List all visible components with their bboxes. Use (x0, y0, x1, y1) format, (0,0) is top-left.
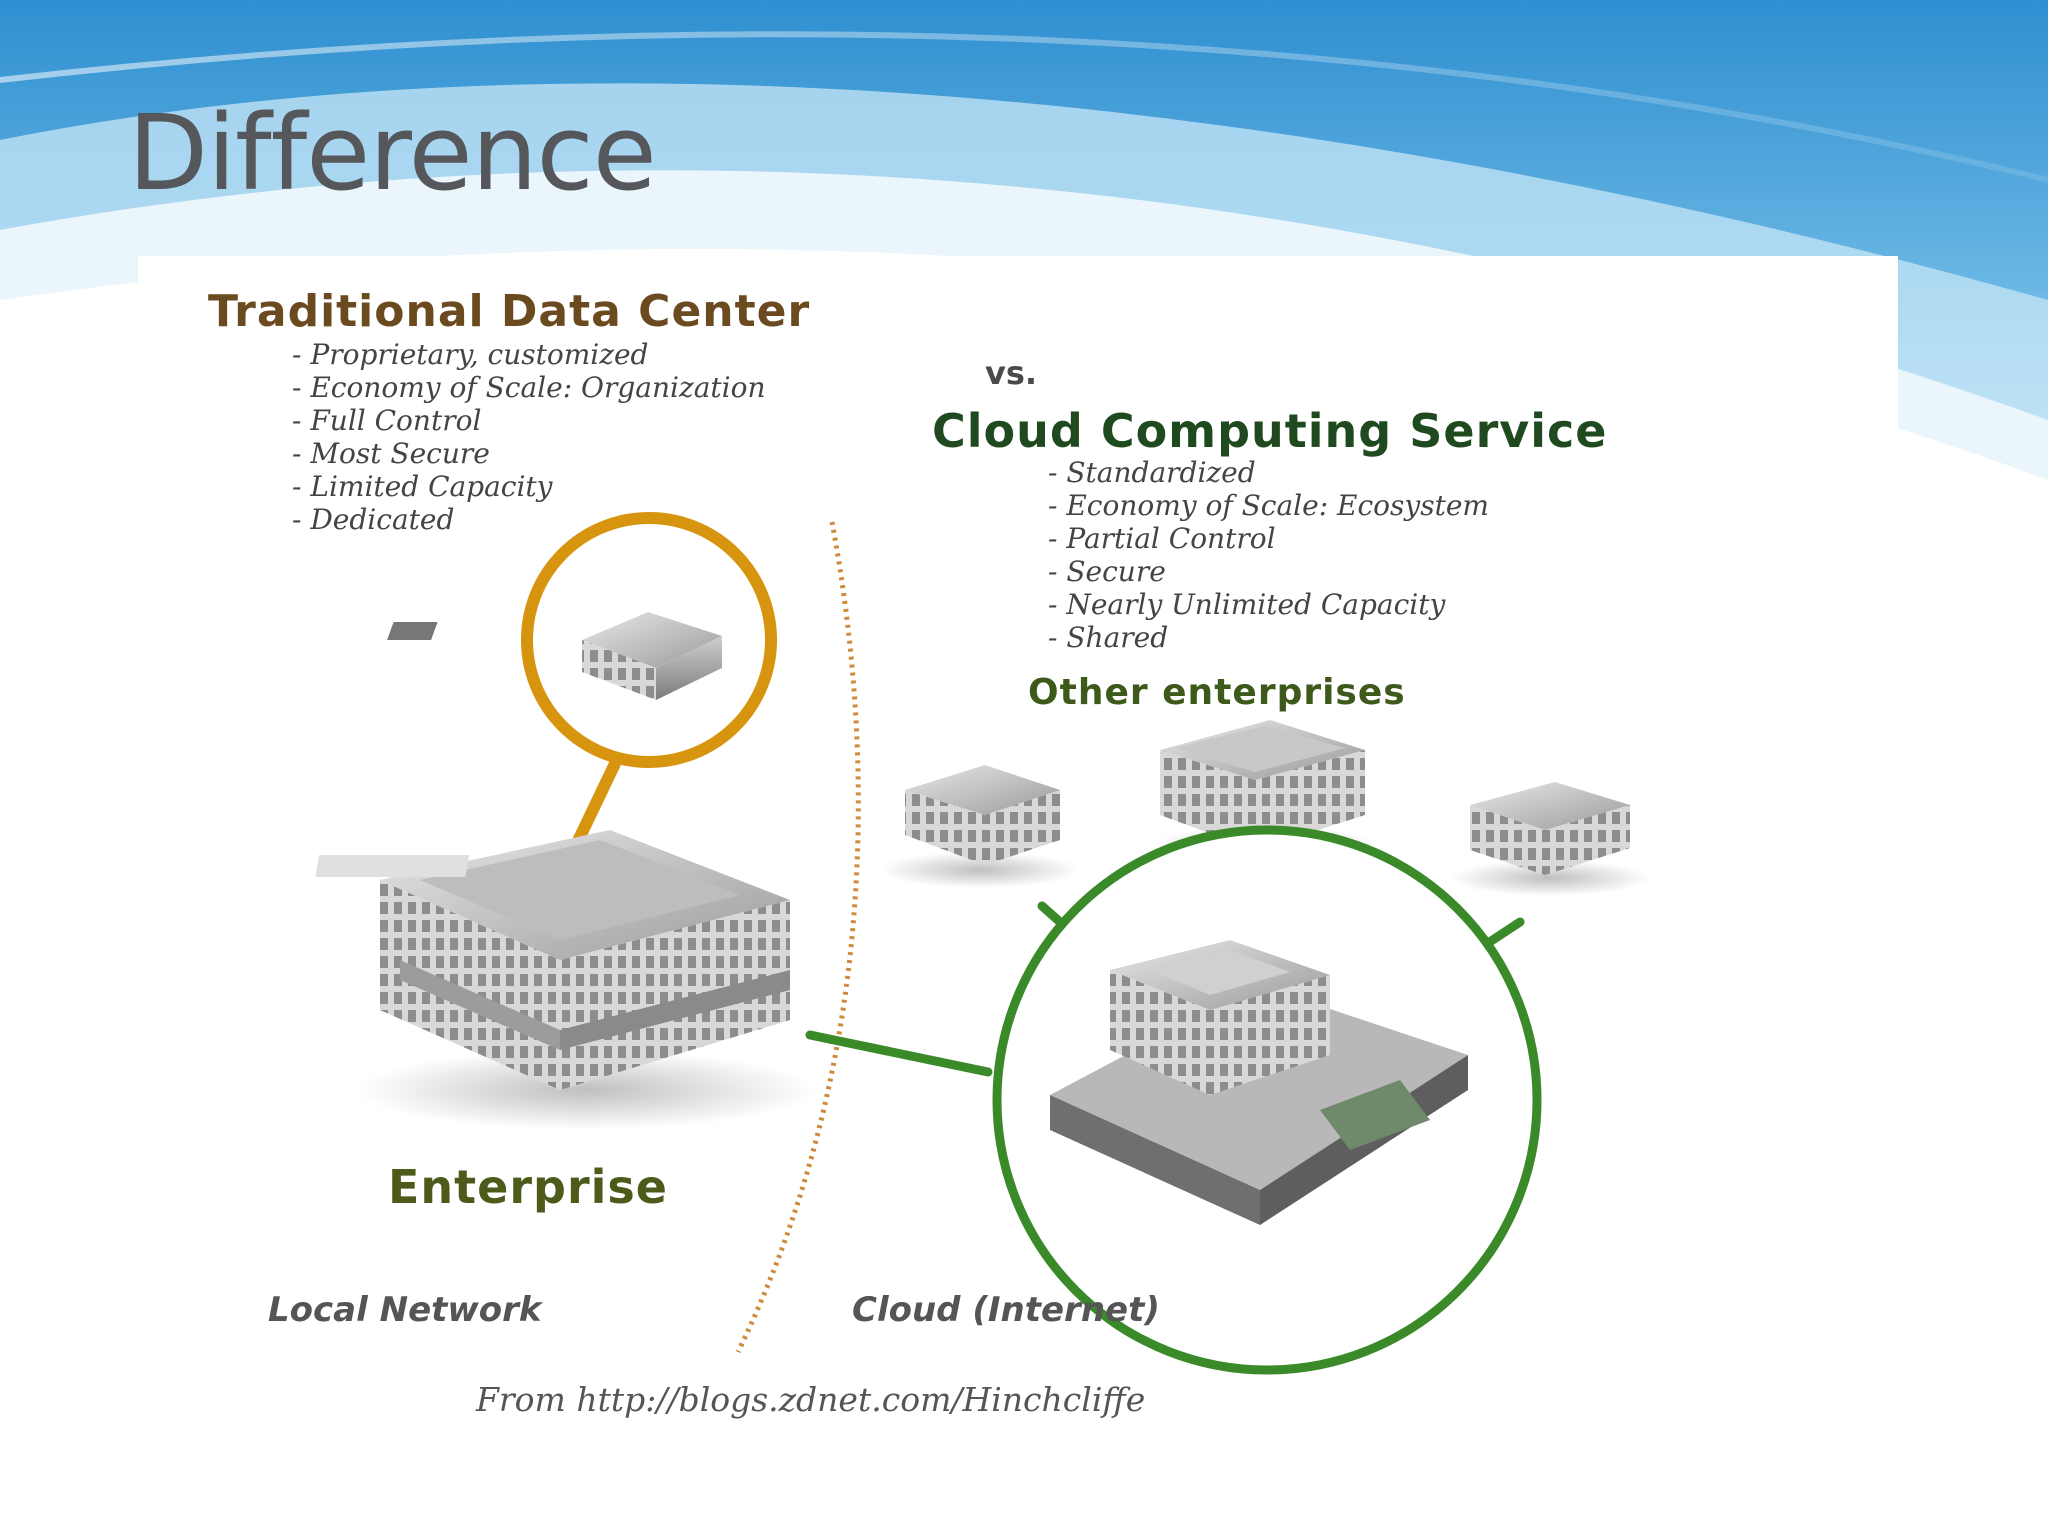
enterprise-building-icon (315, 830, 815, 1130)
other-enterprise-building-icon (880, 765, 1080, 888)
list-item: - Dedicated (292, 503, 455, 536)
other-enterprises-label: Other enterprises (1028, 672, 1406, 713)
cloud-heading: Cloud Computing Service (932, 404, 1608, 458)
list-item: - Proprietary, customized (292, 338, 649, 371)
traditional-heading: Traditional Data Center (208, 286, 811, 337)
cloud-datacenter-icon (992, 825, 1542, 1375)
vs-label: vs. (985, 354, 1038, 392)
traditional-feature-list: - Proprietary, customized - Economy of S… (292, 338, 766, 536)
list-item: - Economy of Scale: Organization (292, 371, 766, 404)
enterprise-label: Enterprise (388, 1160, 669, 1214)
list-item: - Secure (1048, 555, 1166, 588)
list-item: - Partial Control (1048, 522, 1276, 555)
cloud-internet-label: Cloud (Internet) (852, 1290, 1160, 1330)
magnifier-icon (387, 512, 777, 914)
list-item: - Most Secure (292, 437, 490, 470)
small-building-icon (387, 612, 722, 700)
list-item: - Full Control (292, 404, 482, 437)
list-item: - Limited Capacity (292, 470, 553, 503)
list-item: - Nearly Unlimited Capacity (1048, 588, 1446, 621)
network-divider (735, 521, 861, 1354)
list-item: - Economy of Scale: Ecosystem (1048, 489, 1489, 522)
list-item: - Standardized (1048, 456, 1256, 489)
source-credit: From http://blogs.zdnet.com/Hinchcliffe (476, 1380, 1146, 1419)
slide-title: Difference (128, 92, 657, 214)
other-enterprise-building-icon (1450, 782, 1650, 896)
local-network-label: Local Network (268, 1290, 542, 1330)
list-item: - Shared (1048, 621, 1169, 654)
cloud-feature-list: - Standardized - Economy of Scale: Ecosy… (1048, 456, 1489, 654)
